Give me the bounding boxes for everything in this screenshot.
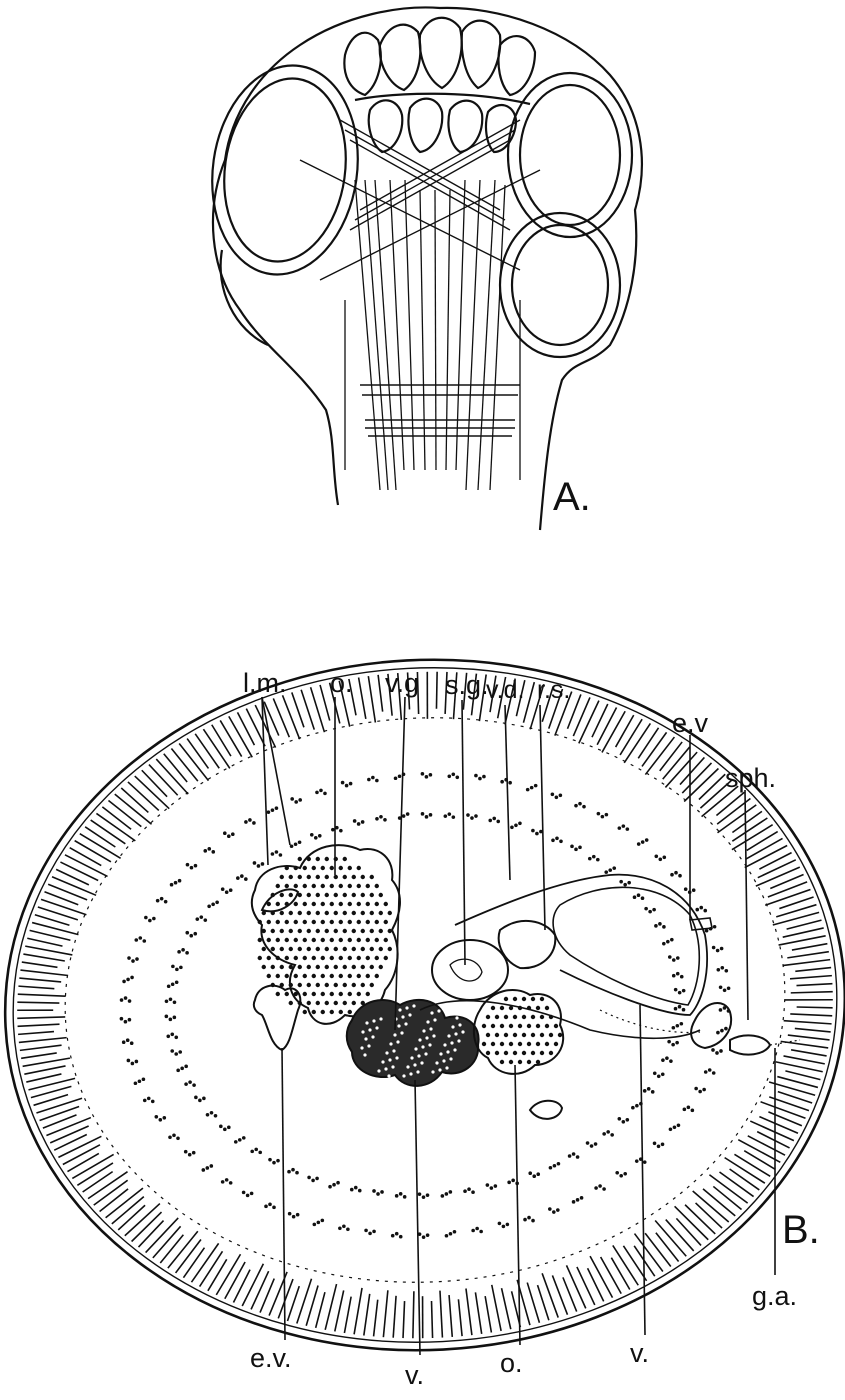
sucker-right-lower <box>500 213 620 357</box>
label-sg: s.g. <box>445 672 489 699</box>
label-vg: v.g <box>385 670 419 697</box>
panel-label-a: A. <box>553 477 591 517</box>
label-o-top: o. <box>330 670 353 697</box>
genital-atrium <box>730 1035 770 1054</box>
excretory-vessel-lower <box>530 1101 562 1119</box>
cirrus-pouch <box>553 887 699 1005</box>
figure-a-scolex <box>199 7 642 530</box>
ovary-left <box>252 845 400 1024</box>
label-rs: r.s. <box>537 678 570 703</box>
label-sph: sph. <box>725 765 776 792</box>
rostellum-hooks <box>344 18 535 152</box>
label-ev-top: e.v <box>672 710 708 737</box>
shell-gland <box>432 940 508 1000</box>
label-ev-bottom: e.v. <box>250 1345 292 1372</box>
panel-label-b: B. <box>782 1210 820 1250</box>
label-v-bottom: v. <box>405 1362 424 1389</box>
excretory-vessel-small <box>262 889 298 911</box>
figure-b-section <box>0 638 845 1371</box>
label-vd: v.d. <box>486 678 524 703</box>
label-o-bottom: o. <box>500 1350 523 1377</box>
transverse-bands <box>360 385 520 436</box>
label-lm: l.m. <box>243 670 287 697</box>
label-ga: g.a. <box>752 1283 797 1310</box>
label-v-right: v. <box>630 1340 649 1367</box>
sucker-right-upper <box>508 73 632 237</box>
sucker-left-lower <box>221 250 268 345</box>
vitelline-gland <box>347 1000 479 1086</box>
sphincter <box>691 1003 731 1048</box>
